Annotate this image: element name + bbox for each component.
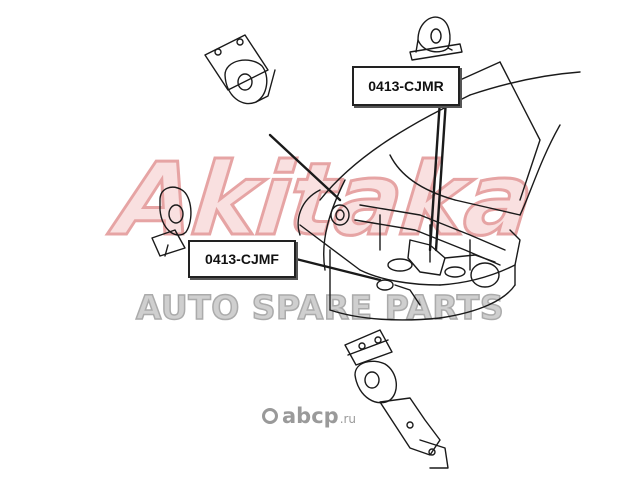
- footer-logo-text: abcp: [282, 404, 339, 428]
- footer-logo-domain: .ru: [339, 412, 357, 426]
- leader-lines: [268, 61, 501, 282]
- drivetrain-assembly: [376, 239, 500, 306]
- watermark-tagline: AUTO SPARE PARTS: [135, 287, 505, 328]
- mount-part-top-right: [409, 16, 463, 61]
- car-body-outline: [297, 61, 581, 321]
- mount-part-upper-left: [204, 34, 276, 105]
- mount-part-left-middle: [151, 186, 192, 257]
- mount-part-bottom-center: [344, 329, 449, 469]
- abcp-logo-icon: [262, 408, 278, 424]
- subframe-mount-left: [330, 204, 350, 226]
- subframe-crossmember: [354, 204, 506, 278]
- callout-rear-mount: 0413-CJMR: [352, 66, 460, 106]
- footer-logo: abcp .ru: [262, 404, 356, 428]
- callout-front-mount: 0413-CJMF: [188, 240, 296, 278]
